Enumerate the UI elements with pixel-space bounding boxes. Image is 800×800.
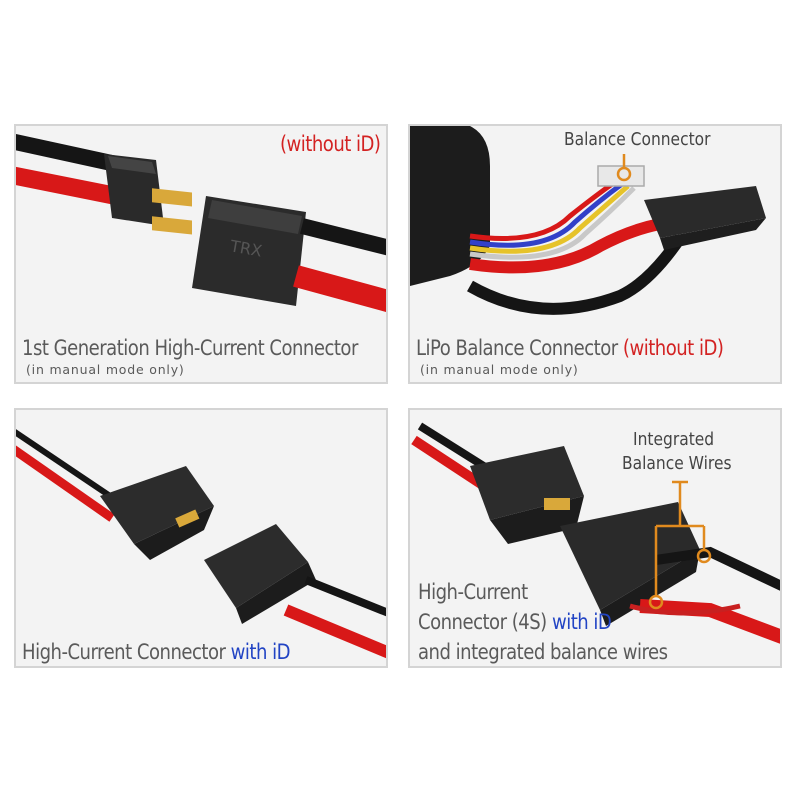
caption-text: Connector (4S): [418, 610, 547, 634]
black-wire: [300, 218, 386, 256]
panel-high-current-connector-id: High-Current Connector with iD: [14, 408, 388, 668]
red-wire: [411, 435, 487, 491]
caption-line: High-Current: [418, 580, 528, 604]
caption-line: and integrated balance wires: [418, 640, 668, 664]
panel-caption: 1st Generation High-Current Connector: [22, 336, 358, 360]
with-id-tag: with iD: [230, 640, 291, 664]
connector-illustration: [411, 422, 780, 644]
red-wire: [293, 265, 386, 312]
balance-wires-callout: Integrated Balance Wires: [622, 428, 732, 476]
callout-line: Balance Wires: [622, 453, 732, 474]
black-wire: [304, 576, 386, 617]
red-wire: [469, 218, 662, 274]
balance-wires-callout-bracket: [648, 480, 712, 610]
panel-subcaption: (in manual mode only): [420, 362, 579, 377]
callout-line: Integrated: [633, 429, 715, 450]
panel-subcaption: (in manual mode only): [26, 362, 185, 377]
caption-text: High-Current Connector: [22, 640, 226, 664]
male-connector: [100, 466, 214, 560]
connector-illustration: [410, 126, 766, 315]
female-connector: [192, 196, 306, 306]
lipo-battery: [410, 126, 490, 286]
connector-illustration: TRX: [16, 133, 386, 312]
lipo-main-connector: [644, 186, 766, 250]
black-wire: [467, 234, 685, 315]
without-id-tag: (without iD): [280, 132, 381, 156]
black-wire: [417, 422, 493, 474]
black-wire: [16, 429, 118, 503]
female-connector: [204, 524, 316, 624]
balance-connector-callout: Balance Connector: [564, 129, 711, 150]
red-wire: [283, 604, 386, 659]
panel-lipo-balance-connector: Balance Connector LiPo Balance Connector…: [408, 124, 782, 384]
female-connector-4s: [560, 502, 700, 626]
with-id-tag: with iD: [551, 610, 612, 634]
caption-line: Connector (4S) with iD: [418, 610, 612, 634]
connector-illustration: [16, 429, 386, 659]
without-id-tag: (without iD): [622, 336, 724, 360]
panel-caption: High-Current Connector with iD: [22, 640, 291, 664]
balance-connector: [597, 165, 645, 187]
panel-caption: LiPo Balance Connector (without iD): [416, 336, 724, 360]
caption-text: LiPo Balance Connector: [416, 336, 618, 360]
red-wire: [16, 166, 118, 205]
male-connector: [104, 154, 192, 235]
panel-1st-generation-connector: TRX (without iD) 1st Generation High-Cur…: [14, 124, 388, 384]
panel-4s-connector-id: Integrated Balance Wires High-Current Co…: [408, 408, 782, 668]
black-wire: [16, 133, 118, 172]
male-connector: [470, 446, 584, 544]
red-wire: [16, 445, 115, 522]
balance-wire: [629, 603, 741, 616]
